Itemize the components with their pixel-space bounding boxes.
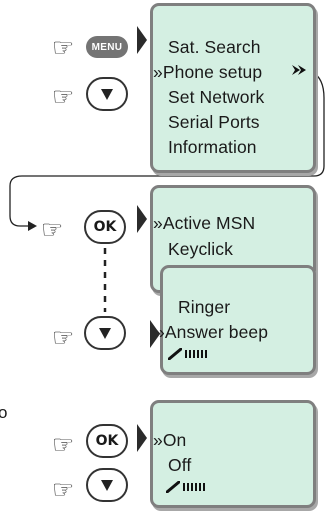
lcd-answer-beep: »On Off bbox=[150, 400, 316, 508]
menu-button-label: MENU bbox=[91, 41, 123, 53]
pointing-hand-icon: ☞ bbox=[52, 475, 75, 504]
down-arrow-icon bbox=[101, 88, 113, 100]
menu-item-answer-beep: »Answer beep bbox=[155, 321, 268, 343]
menu-item-phone-setup: »Phone setup bbox=[153, 61, 262, 83]
submenu-chevron-icon bbox=[292, 63, 308, 77]
down-arrow-icon bbox=[101, 479, 113, 491]
menu-item-label: Answer beep bbox=[164, 322, 269, 342]
lcd-phone-setup-scrolled: Ringer »Answer beep bbox=[155, 265, 316, 375]
ok-button[interactable]: OK bbox=[84, 210, 126, 244]
flow-line bbox=[9, 71, 325, 227]
lcd-main-menu: Sat. Search »Phone setup Set Network Ser… bbox=[150, 3, 316, 173]
down-button[interactable] bbox=[84, 316, 126, 350]
pointing-hand-icon: ☞ bbox=[52, 323, 75, 352]
down-arrow-icon bbox=[99, 327, 111, 339]
down-button[interactable] bbox=[86, 468, 128, 502]
signal-bars-icon bbox=[168, 348, 207, 360]
ok-button[interactable]: OK bbox=[86, 424, 128, 458]
pointing-hand-icon: ☞ bbox=[41, 215, 64, 244]
selection-marker: » bbox=[153, 213, 163, 233]
panel-pointer bbox=[137, 26, 147, 54]
menu-item-label: Active MSN bbox=[162, 213, 256, 233]
panel-pointer bbox=[137, 205, 147, 233]
signal-bars-icon bbox=[166, 481, 205, 493]
menu-item-label: Phone setup bbox=[162, 62, 263, 82]
menu-item-ringer: Ringer bbox=[178, 297, 231, 317]
menu-button[interactable]: MENU bbox=[86, 36, 128, 58]
menu-item-active-msn: »Active MSN bbox=[153, 212, 255, 234]
option-on: »On bbox=[153, 429, 186, 451]
down-button[interactable] bbox=[86, 77, 128, 111]
option-off: Off bbox=[168, 455, 192, 475]
flow-arrowhead bbox=[28, 221, 37, 231]
menu-item-information: Information bbox=[168, 137, 257, 157]
panel-pointer bbox=[137, 424, 147, 452]
text-fragment: o bbox=[0, 403, 8, 422]
ok-button-label: OK bbox=[95, 433, 119, 449]
pointing-hand-icon: ☞ bbox=[52, 82, 75, 111]
pointing-hand-icon: ☞ bbox=[52, 33, 75, 62]
option-label: On bbox=[162, 430, 187, 450]
menu-item-keyclick: Keyclick bbox=[168, 239, 233, 259]
panel-pointer bbox=[150, 320, 160, 348]
menu-item-set-network: Set Network bbox=[168, 87, 265, 107]
selection-marker: » bbox=[153, 430, 163, 450]
selection-marker: » bbox=[153, 62, 163, 82]
ok-button-label: OK bbox=[93, 219, 117, 235]
menu-item-sat-search: Sat. Search bbox=[168, 37, 261, 57]
menu-item-serial-ports: Serial Ports bbox=[168, 112, 260, 132]
pointing-hand-icon: ☞ bbox=[52, 430, 75, 459]
